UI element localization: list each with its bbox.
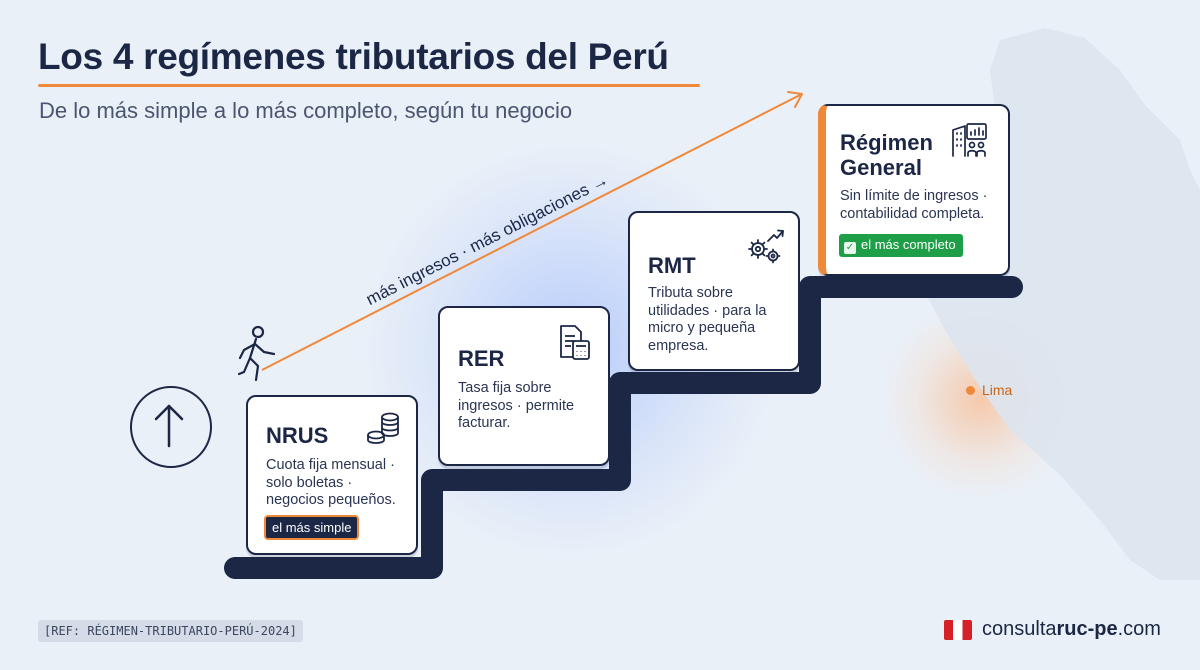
step-card-rer: RER Tasa fija sobre ingresos · permite f… [438,306,610,466]
step-description: Cuota fija mensual · solo boletas · nego… [266,457,396,508]
up-arrow-circle [130,386,212,468]
step-description: Tributa sobre utilidades · para la micro… [648,285,767,354]
coins-icon [367,412,399,444]
gears-growth-icon [748,229,784,264]
badge-simplest: el más simple [264,515,360,540]
step-description: Tasa fija sobre ingresos · permite factu… [458,380,575,431]
up-arrow-icon [154,404,184,448]
step-description: Sin límite de ingresos · contabilidad co… [840,188,988,222]
lima-label: Lima [982,382,1013,398]
page-subtitle: De lo más simple a lo más completo, segú… [39,98,573,123]
step-title: RMT [648,253,696,278]
badge-most-complete: ✓ el más completo [839,234,963,257]
check-icon: ✓ [844,242,856,254]
lima-marker [966,386,975,395]
peru-flag-icon [944,620,972,640]
step-card-nrus: NRUS Cuota fija mensual · solo boletas ·… [246,395,418,555]
reference-tag: [REF: RÉGIMEN-TRIBUTARIO-PERÚ-2024] [38,620,303,642]
document-calculator-icon [560,325,590,360]
step-title: RER [458,346,505,371]
step-title: NRUS [266,423,329,448]
page-title: Los 4 regímenes tributarios del Perú [38,36,669,77]
step-card-regimen-general: Régimen General Sin límite de ingresos ·… [818,104,1010,276]
step-card-rmt: RMT Tributa sobre utilidades · para la m… [628,211,800,371]
title-underline [38,84,700,87]
step-title: Régimen General [840,130,933,180]
brand-name: consultaruc-pe.com [982,618,1161,640]
badge-label: el más completo [861,237,956,252]
walking-person-icon [237,325,276,382]
building-chart-icon [952,123,987,157]
